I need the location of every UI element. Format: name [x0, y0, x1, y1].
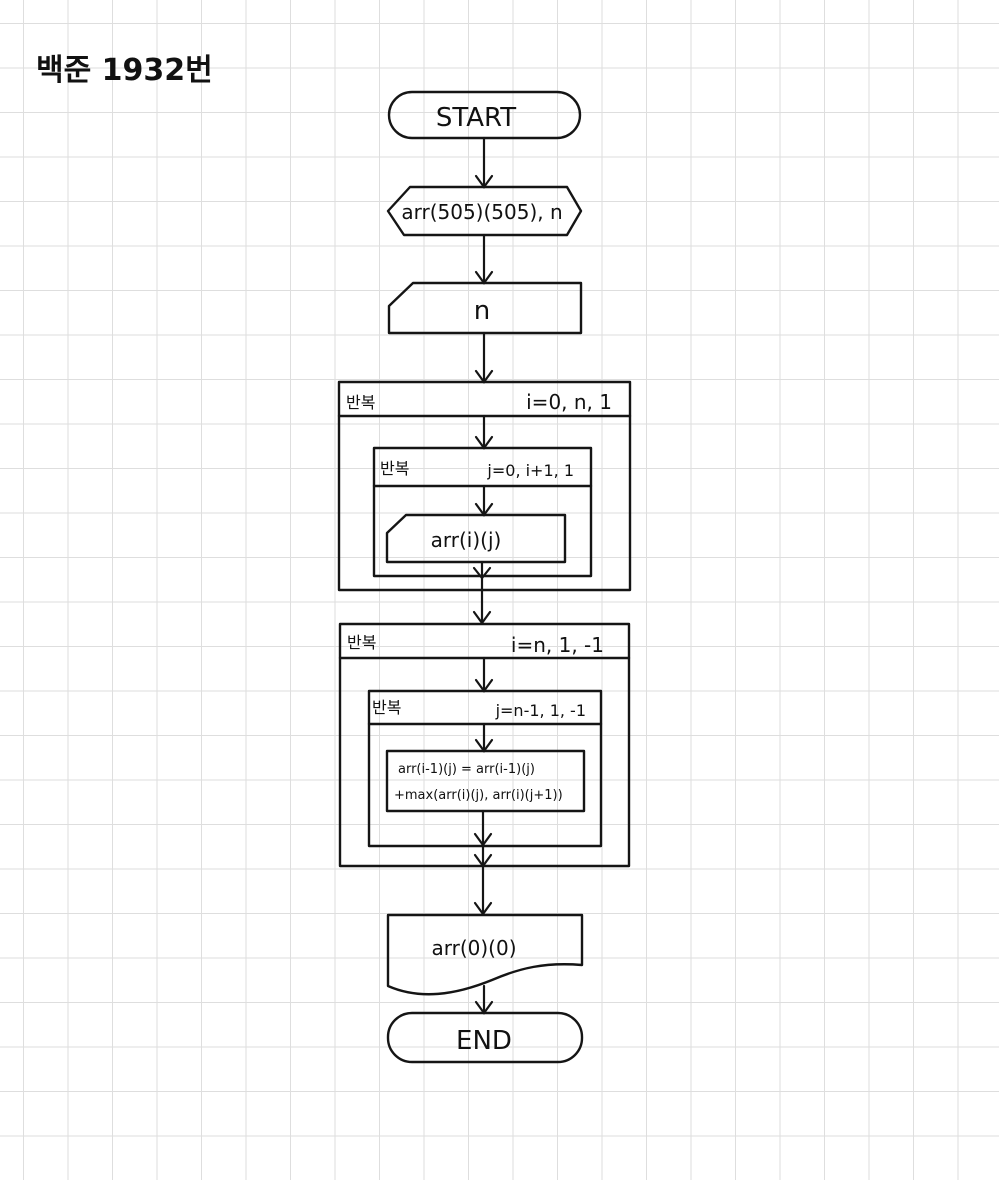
input-n-box: n: [387, 281, 583, 335]
output-document-shape: [386, 913, 584, 996]
loop1-range: i=0, n, 1: [526, 390, 612, 414]
loop2-box: 반복 i=n, 1, -1: [338, 622, 631, 868]
loop1-inner-range: j=0, i+1, 1: [486, 461, 574, 480]
end-terminal-shape: [386, 1011, 584, 1064]
input-n-label: n: [474, 296, 490, 326]
input-arr-label: arr(i)(j): [431, 528, 502, 552]
process-line1: arr(i-1)(j) = arr(i-1)(j): [398, 762, 535, 777]
start-terminal: START: [387, 90, 582, 140]
arrow-head: [472, 566, 492, 580]
process-line2: +max(arr(i)(j), arr(i)(j+1)): [394, 788, 563, 803]
loop2-inner-keyword: 반복: [372, 698, 401, 717]
loop2-range: i=n, 1, -1: [511, 633, 604, 657]
loop1-keyword: 반복: [346, 393, 375, 412]
end-label: END: [456, 1026, 512, 1056]
loop1-inner-box: 반복 j=0, i+1, 1: [372, 446, 593, 578]
loop2-keyword: 반복: [347, 633, 376, 652]
output-document: arr(0)(0): [386, 913, 584, 996]
page-title: 백준 1932번: [36, 53, 213, 88]
loop2-frame: [338, 622, 631, 868]
process-box: arr(i-1)(j) = arr(i-1)(j) +max(arr(i)(j)…: [385, 749, 586, 813]
declaration-shape: [386, 185, 583, 237]
arrow-head: [473, 832, 493, 847]
declaration-label: arr(505)(505), n: [401, 200, 562, 224]
output-label: arr(0)(0): [431, 936, 516, 960]
declaration-box: arr(505)(505), n: [386, 185, 583, 237]
arrow-head: [473, 853, 493, 868]
start-label: START: [436, 103, 516, 133]
input-arr-shape: [385, 513, 567, 564]
end-terminal: END: [386, 1011, 584, 1064]
loop2-inner-range: j=n-1, 1, -1: [495, 701, 586, 720]
loop2-inner-frame: [367, 689, 603, 848]
input-arr-box: arr(i)(j): [385, 513, 567, 564]
loop1-inner-keyword: 반복: [380, 459, 409, 478]
process-shape: [385, 749, 586, 813]
loop1-frame: [337, 380, 632, 592]
